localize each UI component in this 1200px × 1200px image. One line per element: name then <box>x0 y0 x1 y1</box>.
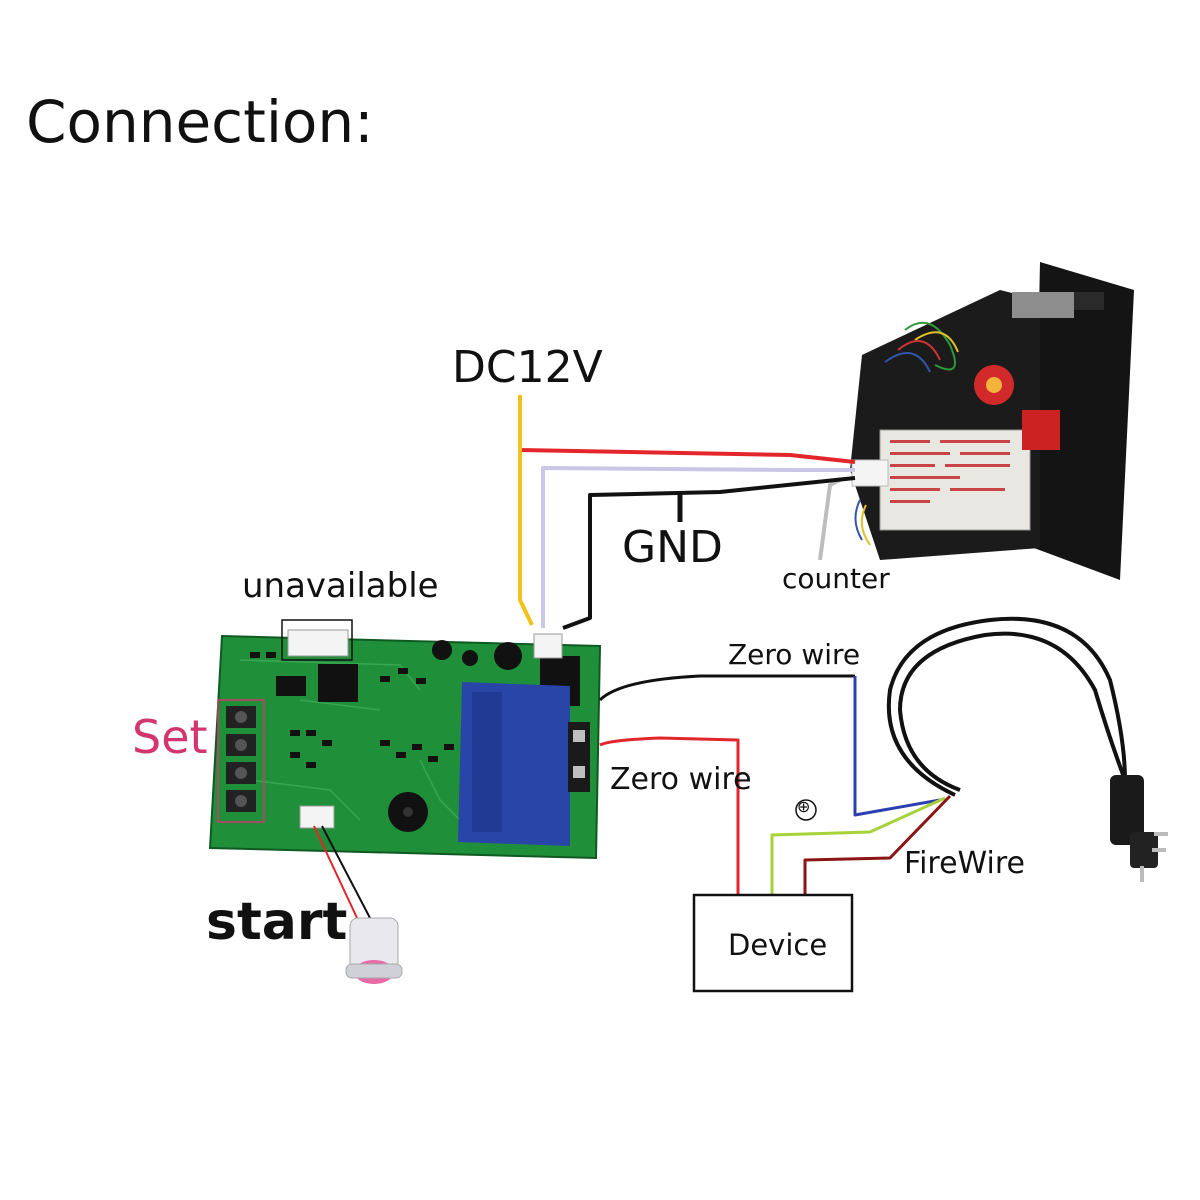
power-plug <box>1110 775 1168 882</box>
device-box <box>692 893 854 993</box>
zero-wire-bottom-label: Zero wire <box>610 762 752 797</box>
firewire-label: FireWire <box>904 846 1026 881</box>
page-title: Connection: <box>26 88 374 156</box>
wire-board-black <box>598 674 855 702</box>
gnd-label: GND <box>622 522 723 573</box>
start-label: start <box>206 892 348 952</box>
device-label: Device <box>728 928 828 962</box>
zero-wire-top-label: Zero wire <box>728 638 861 671</box>
start-button <box>313 825 403 984</box>
wire-fire-darkred <box>803 794 952 895</box>
wire-yellow <box>518 395 534 626</box>
coin-acceptor <box>818 262 1134 580</box>
earth-symbol-ring <box>795 799 817 821</box>
unavailable-box <box>281 619 353 661</box>
power-cord <box>886 616 1127 797</box>
wire-zero-blue <box>853 676 941 817</box>
power-wires <box>518 395 856 630</box>
set-buttons <box>217 699 265 823</box>
wire-lavender <box>541 466 855 628</box>
wire-red-12v <box>518 395 856 464</box>
set-label: Set <box>132 710 208 764</box>
earth-symbol-icon: ⊕ <box>797 797 811 816</box>
wire-board-red <box>599 736 740 895</box>
pcb-board <box>208 619 602 860</box>
unavailable-label: unavailable <box>242 566 439 606</box>
wire-earth-green <box>770 796 946 895</box>
ac-wires <box>598 674 952 895</box>
dc12v-label: DC12V <box>452 342 603 393</box>
counter-label: counter <box>782 562 890 595</box>
wire-black-gnd <box>562 476 856 630</box>
